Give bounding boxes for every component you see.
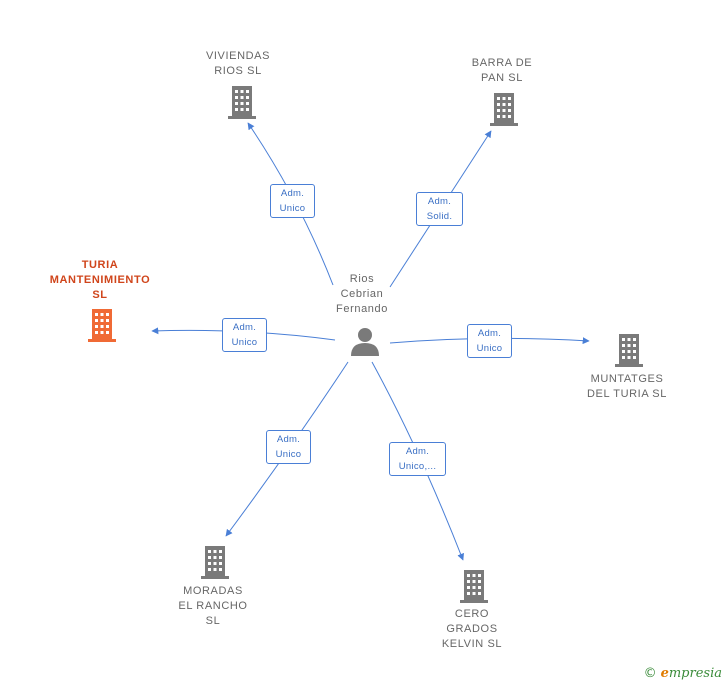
- company-name-line: MUNTATGES: [590, 373, 664, 385]
- company-label-barra[interactable]: BARRA DE PAN SL: [452, 56, 552, 86]
- role-line: Unico: [476, 343, 503, 354]
- person-name[interactable]: Rios Cebrian Fernando: [322, 272, 402, 317]
- role-line: Adm.: [405, 446, 430, 457]
- building-icon[interactable]: [226, 84, 258, 120]
- role-badge-viviendas[interactable]: Adm. Unico: [270, 184, 315, 218]
- role-badge-moradas[interactable]: Adm. Unico: [266, 430, 311, 464]
- company-name-line: CERO: [454, 608, 490, 620]
- company-name-line: MANTENIMIENTO: [49, 274, 151, 286]
- copyright-icon: ©: [643, 666, 657, 681]
- company-name-line: SL: [205, 615, 221, 627]
- company-name-line: EL RANCHO: [178, 600, 248, 612]
- brand-name: mpresia: [668, 666, 722, 681]
- company-name-line: DEL TURIA SL: [587, 388, 667, 400]
- building-icon[interactable]: [199, 544, 231, 580]
- building-icon[interactable]: [613, 332, 645, 368]
- role-line: Adm.: [276, 434, 301, 445]
- role-badge-turia[interactable]: Adm. Unico: [222, 318, 267, 352]
- role-line: Unico: [275, 449, 302, 460]
- company-name-line: KELVIN SL: [441, 638, 503, 650]
- role-line: Adm.: [280, 188, 305, 199]
- role-line: Solid.: [426, 211, 453, 222]
- person-icon[interactable]: [349, 326, 381, 356]
- brand-initial: e: [660, 666, 669, 681]
- role-badge-muntatges[interactable]: Adm. Unico: [467, 324, 512, 358]
- role-badge-barra[interactable]: Adm. Solid.: [416, 192, 463, 226]
- role-line: Unico: [279, 203, 306, 214]
- company-name-line: TURIA: [81, 259, 119, 271]
- company-label-viviendas[interactable]: VIVIENDAS RIOS SL: [188, 49, 288, 79]
- company-name-line: VIVIENDAS: [205, 50, 271, 62]
- role-line: Adm.: [232, 322, 257, 333]
- role-line: Unico,...: [398, 461, 437, 472]
- company-label-muntatges[interactable]: MUNTATGES DEL TURIA SL: [572, 372, 682, 402]
- company-name-line: MORADAS: [183, 585, 243, 597]
- company-label-turia[interactable]: TURIA MANTENIMIENTO SL: [40, 258, 160, 303]
- company-name-line: SL: [92, 289, 108, 301]
- company-name-line: PAN SL: [481, 72, 523, 84]
- role-line: Adm.: [477, 328, 502, 339]
- building-icon[interactable]: [86, 307, 118, 343]
- role-line: Adm.: [427, 196, 452, 207]
- role-line: Unico: [231, 337, 258, 348]
- person-name-line: Rios: [349, 273, 375, 285]
- company-label-cero[interactable]: CERO GRADOS KELVIN SL: [422, 607, 522, 652]
- company-label-moradas[interactable]: MORADAS EL RANCHO SL: [163, 584, 263, 629]
- person-name-line: Cebrian: [340, 288, 384, 300]
- company-name-line: GRADOS: [446, 623, 498, 635]
- company-name-line: BARRA DE: [471, 57, 533, 69]
- role-badge-cero[interactable]: Adm. Unico,...: [389, 442, 446, 476]
- building-icon[interactable]: [488, 91, 520, 127]
- person-name-line: Fernando: [336, 303, 388, 315]
- brand-logo: ©empresia: [644, 666, 722, 681]
- building-icon[interactable]: [458, 568, 490, 604]
- company-name-line: RIOS SL: [214, 65, 262, 77]
